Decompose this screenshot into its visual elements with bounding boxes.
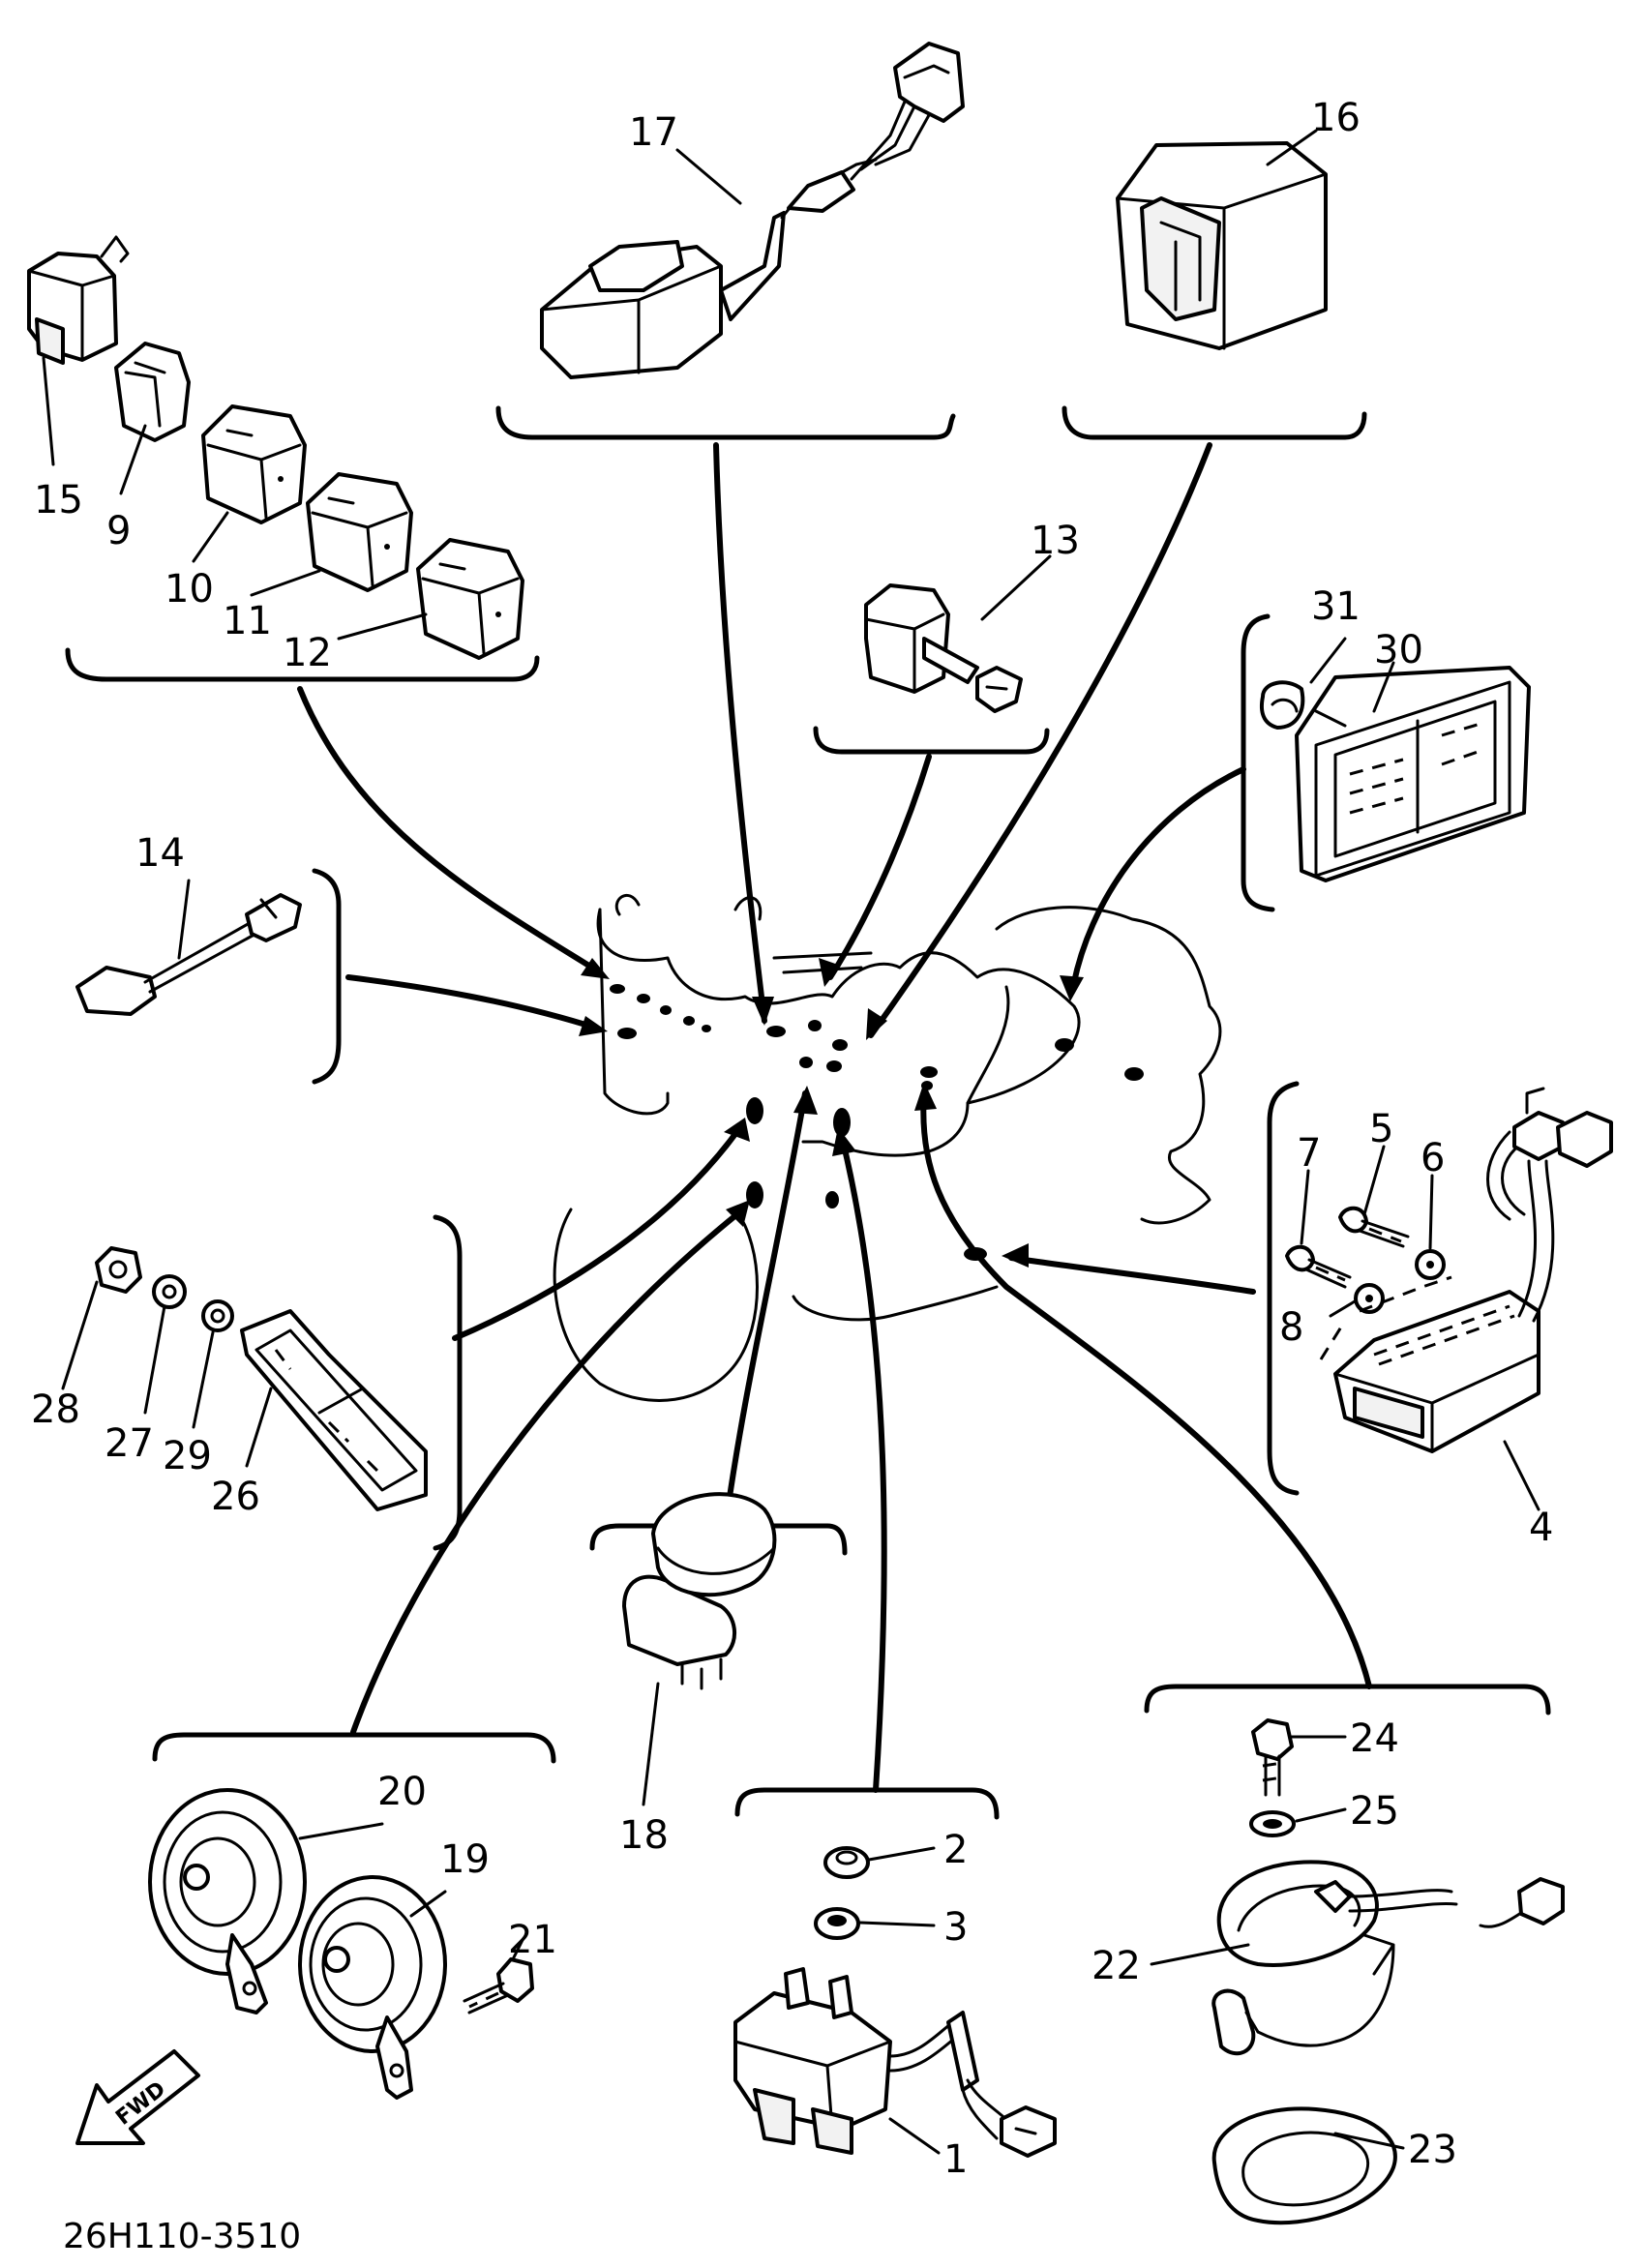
part-1-starter-relay (733, 1967, 1057, 2158)
callout-8: 8 (1279, 1305, 1303, 1350)
part-28-nut (95, 1246, 142, 1294)
callout-19: 19 (440, 1837, 490, 1882)
part-16-relay-unit (1116, 141, 1328, 350)
callout-9: 9 (106, 509, 131, 553)
callout-labels: 1 2 3 4 5 6 7 8 9 10 11 12 13 14 15 16 1… (31, 96, 1553, 2182)
part-19-horn (298, 1875, 447, 2100)
callout-10: 10 (164, 567, 214, 612)
callout-26: 26 (211, 1475, 260, 1519)
callout-4: 4 (1529, 1506, 1553, 1550)
part-10-switch (201, 404, 307, 524)
part-21-bolt (463, 1957, 534, 2014)
mount-marks (610, 984, 1144, 1261)
callout-27: 27 (105, 1421, 154, 1466)
part-13-sensor (864, 583, 1023, 713)
part-12-switch (416, 538, 524, 660)
callout-16: 16 (1311, 96, 1361, 140)
callout-21: 21 (508, 1918, 557, 1962)
part-7-bolt (1285, 1244, 1352, 1289)
callout-2: 2 (943, 1828, 968, 1872)
callout-11: 11 (223, 599, 272, 643)
callout-18: 18 (619, 1813, 669, 1858)
part-24-bolt (1251, 1718, 1294, 1797)
callout-29: 29 (163, 1434, 212, 1478)
frame-outline (553, 893, 1222, 1402)
callout-31: 31 (1311, 584, 1361, 629)
part-3-nut (814, 1907, 860, 1940)
callout-24: 24 (1350, 1716, 1399, 1761)
callout-22: 22 (1092, 1944, 1141, 1988)
part-9-switch (114, 342, 191, 442)
part-8-washer (1354, 1283, 1385, 1314)
callout-1: 1 (943, 2137, 968, 2182)
callout-30: 30 (1374, 628, 1423, 672)
part-6-washer (1415, 1249, 1446, 1280)
part-31-nut (1259, 680, 1305, 730)
callout-7: 7 (1297, 1131, 1321, 1176)
fwd-arrow-icon: FWD (75, 2049, 200, 2145)
part-11-switch (306, 472, 413, 592)
part-26-side-reflector (240, 1309, 428, 1511)
part-18-flasher (622, 1492, 777, 1690)
part-20-horn (148, 1788, 307, 2014)
part-15-relay (27, 235, 130, 365)
part-2-cap (823, 1846, 870, 1879)
part-30-lamp (1295, 666, 1531, 882)
part-29-washer (201, 1299, 234, 1332)
callout-28: 28 (31, 1388, 80, 1432)
callout-23: 23 (1408, 2128, 1457, 2172)
part-4-regulator (1319, 1087, 1613, 1453)
callout-25: 25 (1350, 1789, 1399, 1834)
leader-lines (297, 442, 1372, 1793)
part-5-bolt (1338, 1206, 1410, 1248)
part-23-gasket (1211, 2106, 1397, 2225)
callout-17: 17 (629, 110, 678, 155)
part-17-connector-harness (540, 42, 965, 379)
callout-6: 6 (1421, 1136, 1445, 1180)
callout-5: 5 (1369, 1107, 1393, 1151)
part-14-sensor-lead (75, 893, 302, 1016)
callout-14: 14 (135, 831, 185, 876)
part-25-washer (1249, 1810, 1296, 1837)
callout-3: 3 (943, 1905, 968, 1950)
callout-leaders (42, 129, 1540, 2155)
callout-15: 15 (34, 478, 83, 522)
callout-12: 12 (283, 631, 332, 675)
callout-20: 20 (377, 1770, 427, 1814)
part-27-lockwasher (152, 1274, 187, 1309)
callout-13: 13 (1031, 519, 1080, 563)
part-22-fuel-sender (1211, 1860, 1565, 2056)
drawing-code: 26H110-3510 (63, 2217, 301, 2256)
arrow-heads (579, 958, 1084, 1268)
